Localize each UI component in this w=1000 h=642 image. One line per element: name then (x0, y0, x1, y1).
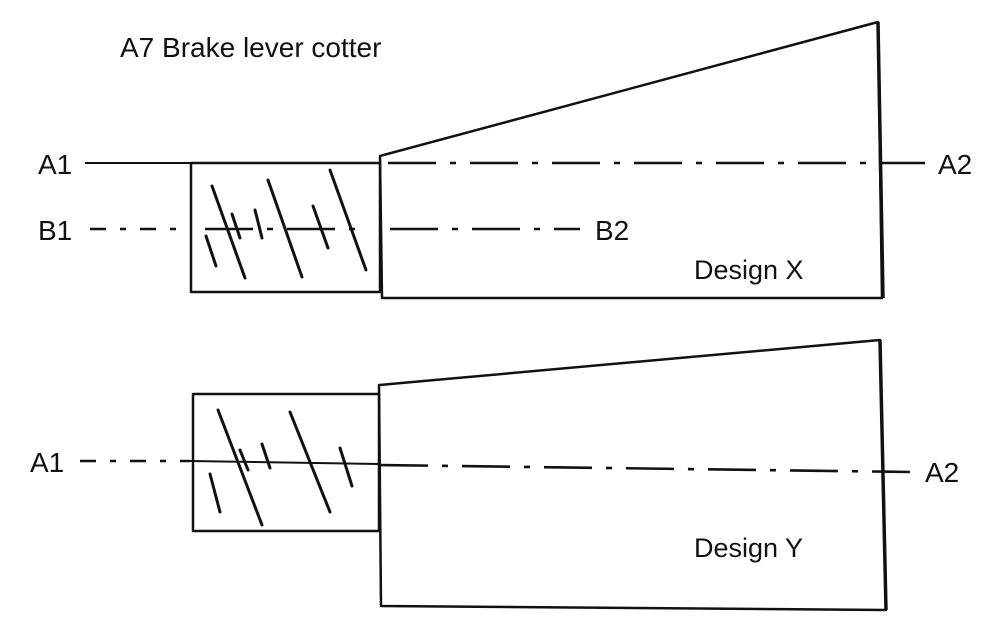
design-y-lever-end-edge (878, 339, 888, 611)
design-x-axis-b-start-label: B1 (38, 215, 72, 246)
design-y-label: Design Y (694, 533, 803, 563)
design-x-axis-a-end-label: A2 (938, 149, 972, 180)
diagram-title: A7 Brake lever cotter (120, 32, 381, 63)
design-y-axis-a-end-label: A2 (925, 457, 959, 488)
design-x-axis-a-start-label: A1 (38, 149, 72, 180)
design-y-lever-body (377, 338, 888, 612)
design-x-hatching (204, 168, 368, 280)
design-x-axis-b-end-label: B2 (595, 215, 629, 246)
design-y-axis-a-dashed (379, 463, 911, 474)
design-x-lever-body (378, 20, 884, 300)
design-x-lever-end-edge (876, 21, 885, 299)
design-x-label: Design X (694, 255, 804, 285)
design-y-axis-a-solid (189, 460, 379, 465)
design-y-axis-a-start-label: A1 (30, 447, 64, 478)
design-y-hatching (208, 408, 354, 527)
design-x: A1 A2 B1 B2 Design X (38, 20, 972, 300)
design-y: A1 A2 Design Y (30, 338, 959, 612)
design-y-cotter-block (191, 392, 381, 533)
